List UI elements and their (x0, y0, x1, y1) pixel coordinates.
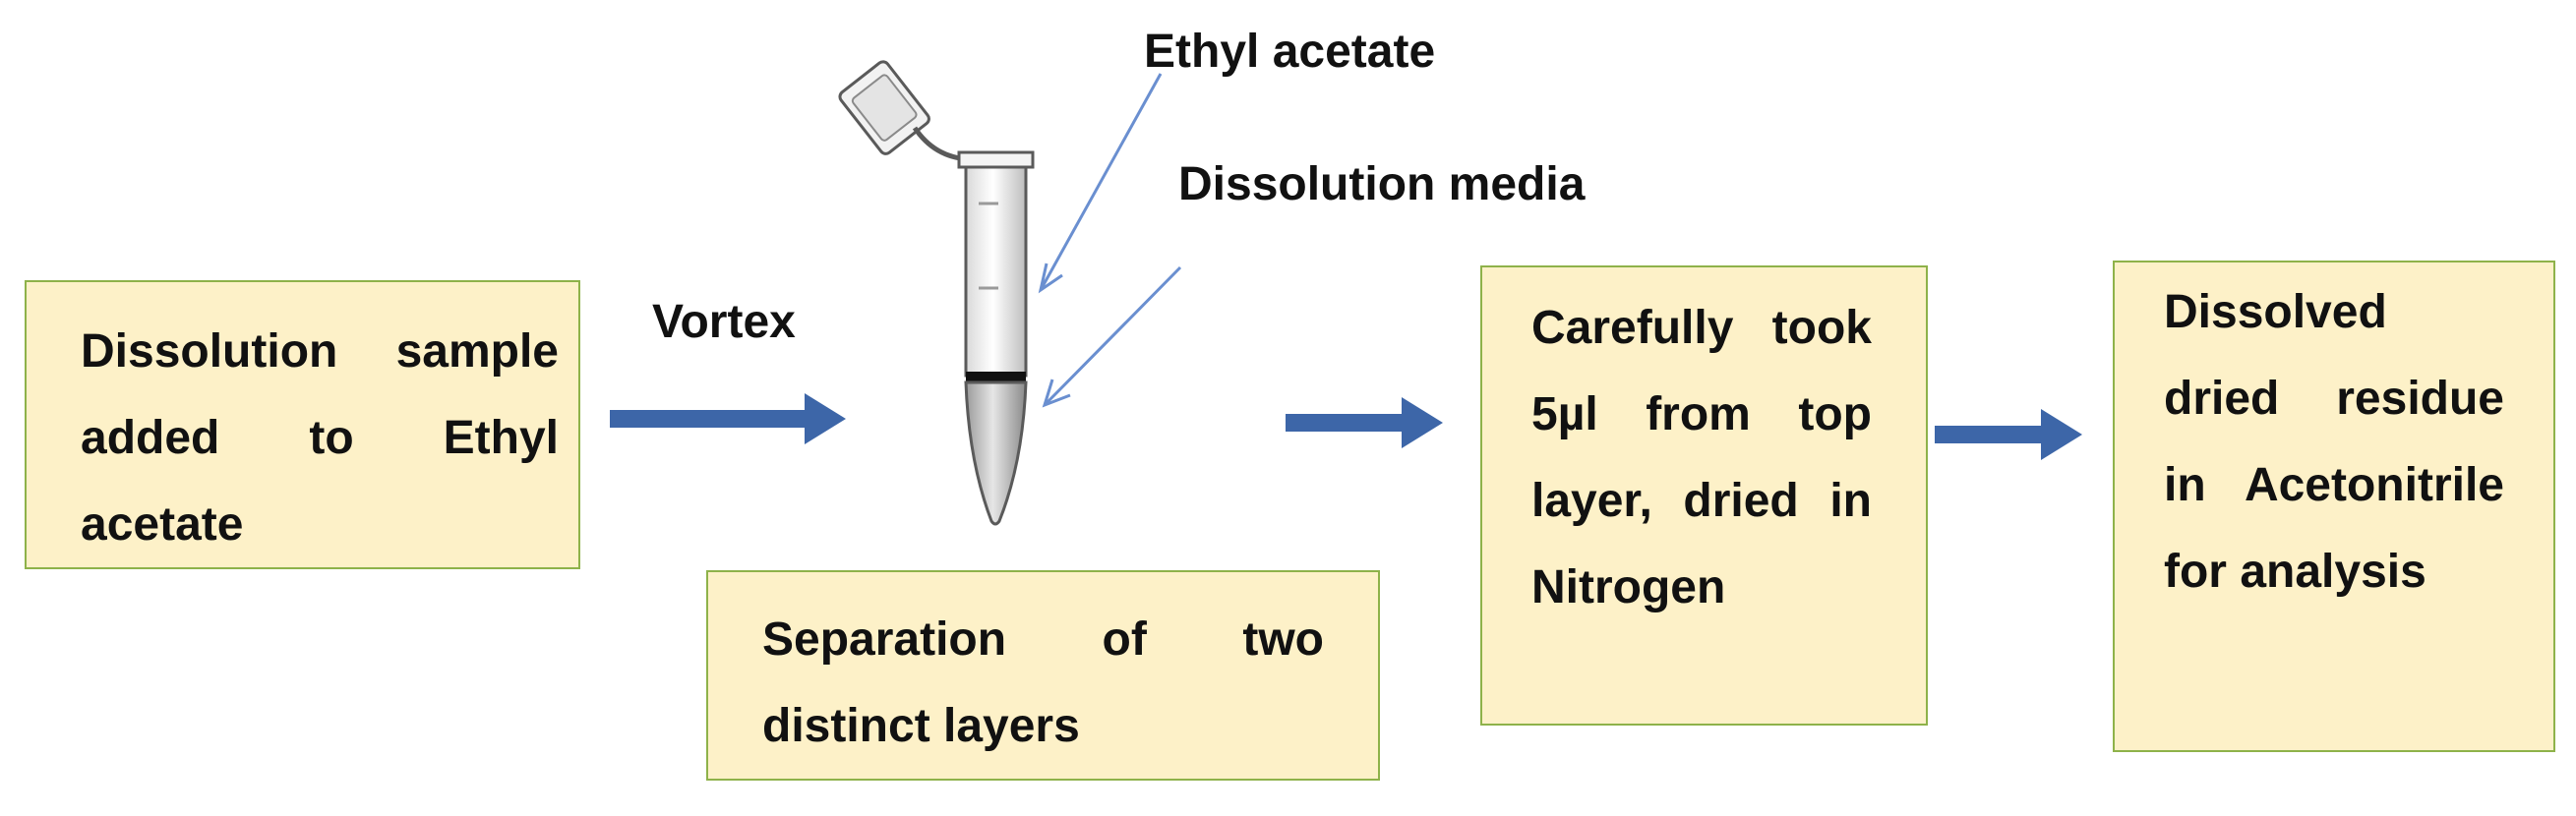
eppendorf-tube-icon (838, 60, 1035, 526)
arrow-to-carefully-took (1286, 397, 1443, 448)
step-carefully-took-text: Carefully took 5µl from top layer, dried… (1531, 302, 1872, 613)
arrow-to-dissolved-residue (1935, 409, 2082, 460)
step-dissolved-residue-text: Dissolved dried residue in Acetonitrile … (2164, 286, 2504, 598)
ethyl-acetate-label: Ethyl acetate (1144, 26, 1436, 78)
step-separation: Separation of two distinct layers (706, 570, 1380, 781)
step-carefully-took: Carefully took 5µl from top layer, dried… (1480, 265, 1928, 726)
arrow-to-vortex (610, 393, 846, 444)
step-dissolved-residue: Dissolved dried residue in Acetonitrile … (2113, 261, 2555, 752)
step-dissolution-sample: Dissolution sample added to Ethyl acetat… (25, 280, 580, 569)
ethyl-acetate-pointer-head (1038, 262, 1063, 294)
dissolution-media-label: Dissolution media (1178, 158, 1586, 210)
dissolution-media-pointer (1043, 265, 1182, 407)
step-separation-text: Separation of two distinct layers (762, 613, 1324, 752)
step-dissolution-sample-text: Dissolution sample added to Ethyl acetat… (81, 325, 559, 551)
ethyl-acetate-pointer (1039, 73, 1163, 291)
vortex-label: Vortex (652, 296, 796, 348)
dissolution-media-pointer-head (1042, 379, 1071, 408)
